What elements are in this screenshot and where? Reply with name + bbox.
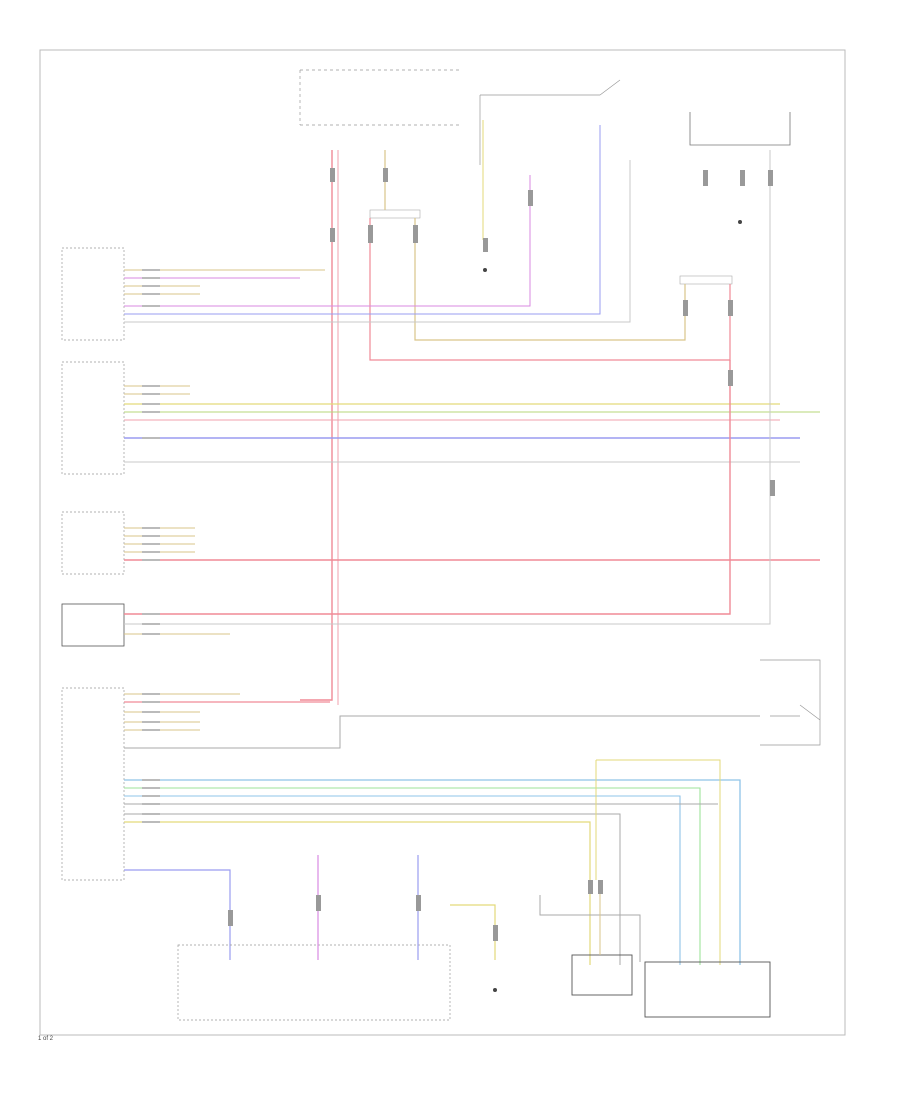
wire-red-top (369, 218, 731, 361)
relay-box (571, 954, 633, 996)
top-fuse-box (299, 69, 460, 126)
wire-tan-top (384, 150, 686, 341)
top-switch-box (479, 79, 621, 165)
control-unit-box (644, 961, 771, 1018)
module-box-2 (61, 361, 125, 475)
wire-m5-tan2 (124, 821, 591, 965)
module-box-1 (61, 247, 125, 341)
splice-box-a (369, 209, 421, 219)
wire-m1-blue (124, 125, 601, 315)
ground-symbols (483, 220, 742, 992)
wire-m5-yellow-v (595, 759, 721, 965)
wire-relay-gray (539, 895, 641, 962)
wire-m1-gray (124, 160, 631, 323)
wire-m5-tan (124, 693, 240, 731)
wire-m3-tan (124, 527, 195, 553)
bottom-switch-box (177, 944, 451, 1021)
footer-code: 1 of 2 (38, 1036, 54, 1042)
label-marks (142, 269, 160, 823)
wire-m2-tan1 (124, 385, 190, 395)
splice-box-b (679, 275, 733, 285)
connector-markers (228, 168, 775, 941)
module-box-4 (61, 603, 125, 647)
wire-m5-gray3 (124, 813, 621, 965)
wire-m5-lightblue (124, 779, 741, 965)
module-box-5 (61, 687, 125, 881)
top-right-module (689, 112, 791, 146)
right-switch (760, 659, 821, 746)
wire-m5-gray (124, 715, 760, 749)
wire-red-main (300, 150, 333, 701)
wire-m5-blue (124, 869, 231, 960)
wire-m5-green (124, 787, 701, 965)
diagram-border (39, 49, 846, 1036)
wire-m1-tan2 (124, 285, 200, 295)
wire-m4-red2 (124, 150, 771, 625)
wire-m5-lightblue2 (124, 795, 681, 965)
wire-m4-red (124, 360, 731, 615)
wire-bottom-yellow (450, 904, 496, 960)
module-box-3 (61, 511, 125, 575)
wire-m1-violet2 (124, 175, 531, 307)
